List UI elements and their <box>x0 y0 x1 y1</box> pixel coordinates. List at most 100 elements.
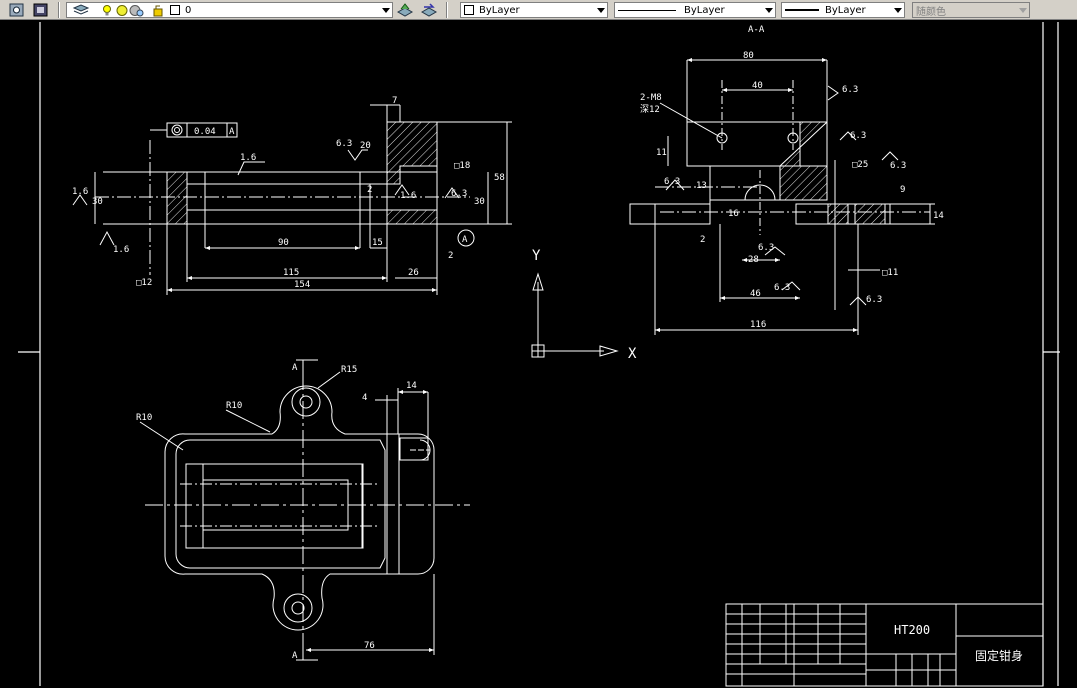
layer-manager-button[interactable] <box>8 2 25 18</box>
dim-13: 13 <box>696 181 707 191</box>
dim-90: 90 <box>278 238 289 248</box>
dim-15: 15 <box>372 238 383 248</box>
dim-46: 46 <box>750 289 761 299</box>
dim-r10: R10 <box>136 413 152 423</box>
dim-80: 80 <box>743 51 754 61</box>
drawing-frame <box>18 22 1060 686</box>
chevron-down-icon <box>1019 8 1027 13</box>
dim-115: 115 <box>283 268 299 278</box>
dim-4: 4 <box>362 393 367 403</box>
section-view-a-a <box>629 58 935 335</box>
linetype-value: ByLayer <box>684 4 725 16</box>
drawing-canvas[interactable]: 0.04 A 1.6 1.6 1.6 6.3 1.6 6.3 154 115 9… <box>0 20 1077 688</box>
dim-58: 58 <box>494 173 505 183</box>
section-a-mark: A <box>292 651 298 661</box>
lineweight-value: ByLayer <box>825 4 866 16</box>
plotstyle-dropdown: 随颜色 <box>912 2 1030 18</box>
title-block-text: HT200 固定钳身 <box>894 623 1023 663</box>
front-view-labels: 0.04 A 1.6 1.6 1.6 6.3 1.6 6.3 154 115 9… <box>72 96 505 290</box>
datum-a-circle-label: A <box>462 235 468 245</box>
chevron-down-icon <box>382 8 390 13</box>
dim-18-square: □18 <box>454 161 470 171</box>
roughness-label: 6.3 <box>850 131 866 141</box>
layer-color-swatch <box>170 5 180 15</box>
dim-20: 20 <box>360 141 371 151</box>
dim-2: 2 <box>367 185 372 195</box>
title-block <box>725 603 1044 687</box>
ucs-icon <box>531 272 619 358</box>
make-layer-current-icon <box>396 3 413 17</box>
dim-40: 40 <box>752 81 763 91</box>
layer-previous-icon <box>420 3 437 17</box>
layer-previous-button[interactable] <box>420 2 437 18</box>
dim-30: 30 <box>92 197 103 207</box>
dim-26: 26 <box>408 268 419 278</box>
toolbar-separator <box>58 2 60 18</box>
roughness-label: 6.3 <box>336 139 352 149</box>
ucs-x-label: X <box>628 346 637 362</box>
material-label: HT200 <box>894 623 930 637</box>
ucs-labels: Y X <box>532 248 637 362</box>
roughness-label: 6.3 <box>866 295 882 305</box>
lineweight-preview <box>785 9 819 11</box>
dim-116: 116 <box>750 320 766 330</box>
dim-r15: R15 <box>341 365 357 375</box>
chevron-down-icon <box>597 8 605 13</box>
roughness-label: 6.3 <box>758 243 774 253</box>
dim-7: 7 <box>392 96 397 106</box>
roughness-label: 6.3 <box>664 177 680 187</box>
dim-11: 11 <box>656 148 667 158</box>
roughness-label: 6.3 <box>774 283 790 293</box>
dim-14: 14 <box>406 381 417 391</box>
dim-2: 2 <box>700 235 705 245</box>
top-view <box>139 359 470 661</box>
top-view-labels: R15 R10 R10 4 14 76 A A <box>136 363 417 661</box>
chevron-down-icon <box>894 8 902 13</box>
roughness-label: 1.6 <box>113 245 129 255</box>
dim-11-square: □11 <box>882 268 898 278</box>
dim-154: 154 <box>294 280 310 290</box>
dim-16: 16 <box>728 209 739 219</box>
dim-12-square: □12 <box>136 278 152 288</box>
dim-76: 76 <box>364 641 375 651</box>
dim-9: 9 <box>900 185 905 195</box>
layer-states-button[interactable] <box>32 2 49 18</box>
properties-toolbar: 0 ByLayer ByLayer ByLayer 随颜色 <box>0 0 1077 20</box>
section-a-mark: A <box>292 363 298 373</box>
section-view-labels: A-A 80 40 2-M8 深12 116 46 28 16 13 11 2 … <box>640 25 944 330</box>
linetype-preview <box>618 9 676 11</box>
dim-28: 28 <box>748 255 759 265</box>
dim-r10: R10 <box>226 401 242 411</box>
ucs-y-label: Y <box>532 248 541 264</box>
datum-a-label: A <box>229 127 235 137</box>
roughness-label: 1.6 <box>72 187 88 197</box>
color-dropdown[interactable]: ByLayer <box>460 2 608 18</box>
dim-30: 30 <box>474 197 485 207</box>
lineweight-dropdown[interactable]: ByLayer <box>781 2 905 18</box>
layer-state-icons <box>72 3 163 16</box>
roughness-label: 6.3 <box>451 189 467 199</box>
roughness-label: 1.6 <box>400 191 416 201</box>
color-swatch <box>464 5 474 15</box>
dim-2: 2 <box>448 251 453 261</box>
color-value: ByLayer <box>479 4 520 16</box>
dim-14: 14 <box>933 211 944 221</box>
plotstyle-value: 随颜色 <box>916 6 946 18</box>
dim-25-square: □25 <box>852 160 868 170</box>
hole-depth-note: 深12 <box>640 104 660 115</box>
layer-states-icon <box>33 3 48 17</box>
flatness-tolerance: 0.04 <box>194 127 216 137</box>
toolbar-separator <box>446 2 448 18</box>
front-view <box>72 104 512 295</box>
layer-name: 0 <box>185 4 192 16</box>
part-name: 固定钳身 <box>975 648 1023 663</box>
roughness-label: 1.6 <box>240 153 256 163</box>
make-object-layer-current-button[interactable] <box>396 2 413 18</box>
linetype-dropdown[interactable]: ByLayer <box>614 2 776 18</box>
layer-dropdown[interactable]: 0 <box>66 2 393 18</box>
roughness-label: 6.3 <box>890 161 906 171</box>
section-label: A-A <box>748 25 765 35</box>
hole-note: 2-M8 <box>640 93 662 103</box>
layer-manager-icon <box>9 3 24 17</box>
roughness-label: 6.3 <box>842 85 858 95</box>
